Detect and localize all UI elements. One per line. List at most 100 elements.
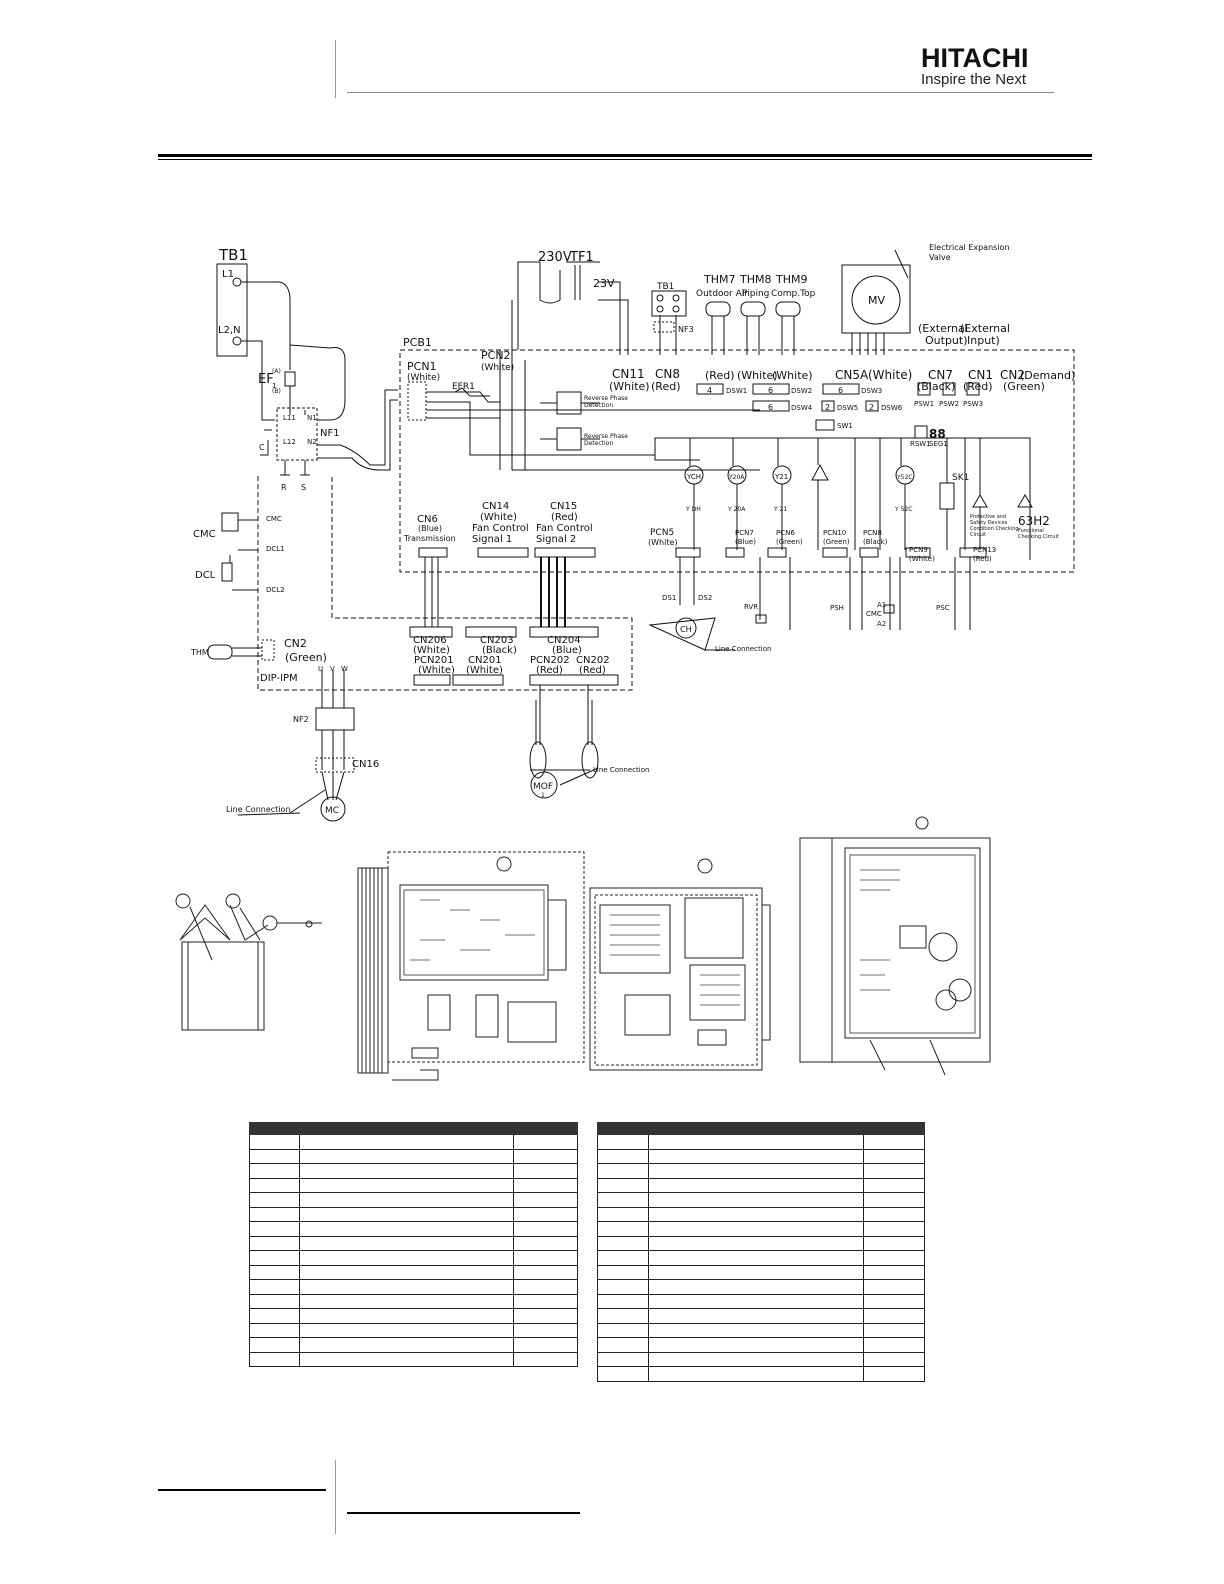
label-thm7: THM7	[703, 273, 735, 286]
label-cn204-color: (Blue)	[552, 645, 582, 656]
label-thm: THM	[190, 648, 209, 657]
label-cn5a: CN5A	[835, 368, 869, 382]
legend-cell	[299, 1352, 514, 1367]
label-thm7-desc: Outdoor Air	[696, 289, 748, 299]
legend-cell	[863, 1250, 925, 1266]
label-dsw1-val: 4	[707, 386, 712, 395]
legend-cell	[299, 1279, 514, 1295]
label-tb1: TB1	[218, 246, 248, 264]
legend-cell	[597, 1352, 649, 1367]
legend-cell	[597, 1236, 649, 1251]
legend-row	[249, 1149, 578, 1164]
legend-cell	[249, 1178, 300, 1193]
label-cn11: CN11	[612, 367, 645, 381]
legend-cell	[648, 1192, 864, 1208]
legend-cell	[597, 1178, 649, 1193]
legend-cell	[597, 1192, 649, 1208]
label-rsw1: RSW1	[910, 440, 931, 448]
legend-row	[597, 1337, 925, 1353]
legend-cell	[597, 1134, 649, 1150]
legend-table-left	[249, 1122, 578, 1367]
label-eev-2: Valve	[929, 253, 951, 262]
label-l1: L1	[222, 269, 234, 280]
label-dsw4-val: 6	[768, 403, 773, 412]
label-230v: 230V	[538, 250, 572, 265]
label-cn15-desc2: Signal 2	[536, 534, 576, 545]
legend-cell	[648, 1279, 864, 1295]
label-psc: PSC	[936, 604, 950, 612]
legend-cell	[648, 1221, 864, 1237]
label-cn6-color: (Blue)	[418, 524, 442, 533]
label-reverse-2a: Reverse Phase	[584, 433, 628, 440]
label-cn204: CN204	[547, 635, 581, 646]
legend-cell	[648, 1308, 864, 1324]
label-cn201-color: (White)	[466, 665, 503, 676]
legend-cell	[249, 1134, 300, 1150]
label-ds1: DS1	[662, 594, 676, 602]
label-reverse-1a: Reverse Phase	[584, 395, 628, 402]
label-ds2: DS2	[698, 594, 712, 602]
legend-cell	[249, 1294, 300, 1309]
label-reverse-1b: Detection	[584, 402, 613, 409]
legend-row	[597, 1236, 925, 1251]
label-psw1: PSW1	[914, 400, 934, 408]
label-cn202: CN202	[576, 655, 610, 666]
brand-tagline: Inspire the Next	[921, 71, 1027, 88]
electrical-box-drawing-2	[589, 858, 771, 1071]
legend-cell	[513, 1265, 578, 1280]
legend-row	[249, 1207, 578, 1222]
label-seg1: SEG1	[929, 440, 948, 448]
label-v: V	[330, 665, 335, 673]
legend-cell	[513, 1337, 578, 1353]
label-mof-sub: 1	[541, 792, 545, 799]
legend-row	[249, 1337, 578, 1353]
legend-cell	[648, 1352, 864, 1367]
legend-cell	[249, 1352, 300, 1367]
legend-cell	[597, 1207, 649, 1222]
legend-cell	[249, 1207, 300, 1222]
electrical-box-drawing-1	[357, 851, 585, 1081]
legend-cell	[863, 1265, 925, 1280]
label-pcn10: PCN10	[823, 529, 846, 537]
label-ext-in-2: Input)	[967, 334, 1000, 347]
legend-row	[597, 1294, 925, 1309]
legend-left-body	[249, 1134, 578, 1367]
label-cn7: CN7	[928, 368, 953, 382]
legend-row	[249, 1192, 578, 1208]
header-vertical-rule	[335, 40, 336, 98]
label-thm7-conn: (Red)	[705, 369, 734, 382]
legend-row	[249, 1221, 578, 1237]
label-cn201: CN201	[468, 655, 502, 666]
legend-cell	[513, 1221, 578, 1237]
label-sw1: SW1	[837, 422, 853, 430]
legend-cell	[863, 1294, 925, 1309]
legend-cell	[299, 1337, 514, 1353]
legend-cell	[597, 1337, 649, 1353]
legend-cell	[299, 1149, 514, 1164]
legend-cell	[299, 1134, 514, 1150]
label-protective-2: Safety Devices	[970, 520, 1008, 526]
label-cn6-desc: Transmission	[403, 534, 456, 543]
legend-row	[597, 1207, 925, 1222]
label-y21: Y21	[774, 473, 788, 481]
label-pcn13: PCN13	[973, 546, 996, 554]
label-tb1-small: TB1	[656, 282, 674, 292]
legend-cell	[249, 1236, 300, 1251]
label-a2: A2	[877, 620, 886, 628]
legend-cell	[597, 1308, 649, 1324]
legend-cell	[299, 1207, 514, 1222]
legend-row	[597, 1163, 925, 1179]
legend-cell	[863, 1207, 925, 1222]
legend-row	[597, 1178, 925, 1193]
label-thm8: THM8	[739, 273, 771, 286]
label-c: C	[259, 443, 265, 452]
label-23v: 23V	[593, 277, 615, 290]
label-cn15: CN15	[550, 501, 577, 512]
label-cn1-color: (Red)	[963, 380, 992, 393]
legend-row	[249, 1134, 578, 1150]
label-63h2-1: Functional	[1018, 528, 1044, 534]
legend-cell	[597, 1294, 649, 1309]
label-cn2-green: (Green)	[1003, 380, 1045, 393]
label-cn16: CN16	[352, 759, 379, 770]
